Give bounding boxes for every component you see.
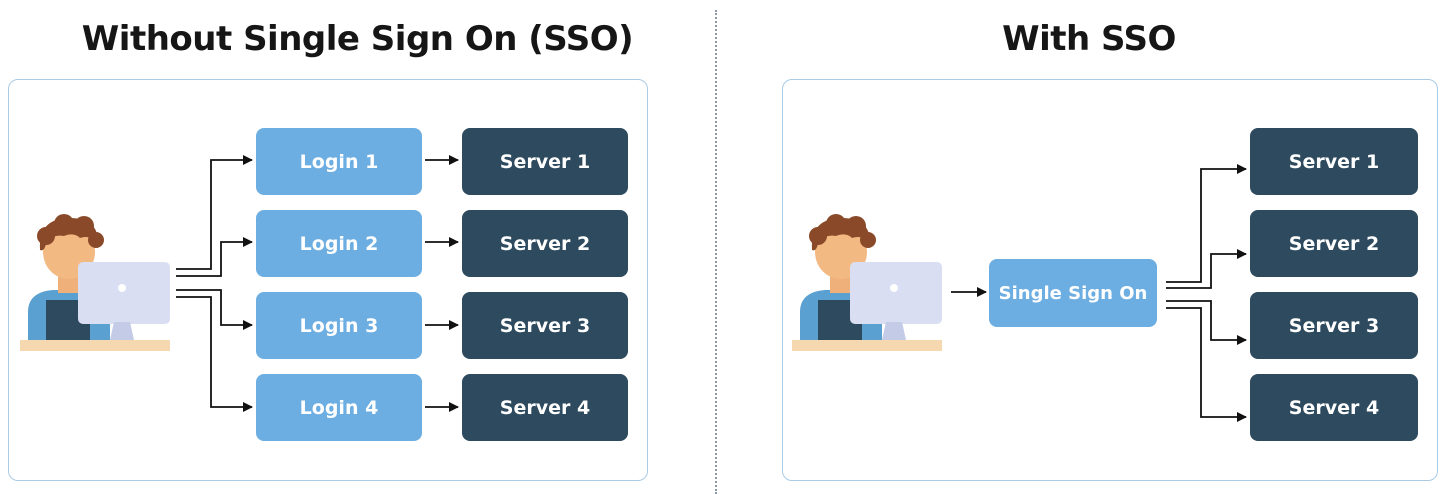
user-at-computer-icon	[792, 214, 942, 351]
server-box-2: Server 2	[462, 210, 628, 277]
title-without-sso: Without Single Sign On (SSO)	[81, 19, 634, 59]
server-box-2: Server 2	[1250, 210, 1418, 277]
login-box-1: Login 1	[256, 128, 422, 195]
server-box-3: Server 3	[1250, 292, 1418, 359]
server-box-1: Server 1	[462, 128, 628, 195]
server-box-4: Server 4	[462, 374, 628, 441]
login-box-4: Login 4	[256, 374, 422, 441]
server-box-1: Server 1	[1250, 128, 1418, 195]
login-box-2: Login 2	[256, 210, 422, 277]
single-sign-on-box: Single Sign On	[989, 259, 1157, 327]
login-box-3: Login 3	[256, 292, 422, 359]
section-divider	[715, 10, 717, 494]
user-at-computer-icon	[20, 214, 170, 351]
server-box-3: Server 3	[462, 292, 628, 359]
title-with-sso: With SSO	[1002, 19, 1176, 59]
server-box-4: Server 4	[1250, 374, 1418, 441]
